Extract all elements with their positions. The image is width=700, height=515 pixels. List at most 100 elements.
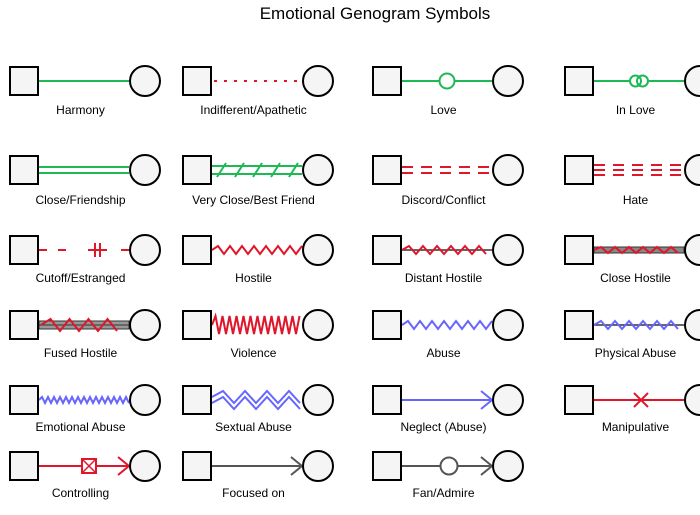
male-square-icon — [182, 310, 212, 340]
symbol-label: Controlling — [52, 486, 109, 500]
symbol-hostile: Hostile — [182, 234, 334, 285]
symbol-very-close-best-friend: Very Close/Best Friend — [182, 154, 334, 207]
symbol-label: Hostile — [235, 271, 272, 285]
symbol-label: Very Close/Best Friend — [192, 193, 315, 207]
diagram-title: Emotional Genogram Symbols — [259, 4, 491, 23]
symbol-in-love: In Love — [564, 65, 700, 117]
male-square-icon — [564, 385, 594, 415]
symbol-label: Emotional Abuse — [35, 420, 125, 434]
hatch-mark — [288, 162, 299, 178]
coil-line — [211, 312, 301, 335]
zigzag-line — [593, 245, 679, 255]
symbol-label: Physical Abuse — [595, 346, 677, 360]
male-square-icon — [9, 66, 39, 96]
ring-icon — [439, 456, 459, 476]
symbol-label: Close/Friendship — [35, 193, 125, 207]
cross-icon — [633, 392, 649, 408]
hatch-mark — [252, 162, 263, 178]
symbol-violence: Violence — [182, 309, 334, 360]
ring-icon — [629, 74, 642, 88]
symbol-label: Cutoff/Estranged — [36, 271, 126, 285]
zigzag-line — [401, 244, 487, 256]
symbol-label: Hate — [623, 193, 649, 207]
symbol-cutoff-estranged: Cutoff/Estranged — [9, 234, 161, 285]
symbol-label: Abuse — [426, 346, 460, 360]
symbol-physical-abuse: Physical Abuse — [564, 309, 700, 360]
female-circle-icon — [492, 384, 524, 416]
symbol-label: Sextual Abuse — [215, 420, 292, 434]
male-square-icon — [372, 385, 402, 415]
symbol-fused-hostile: Fused Hostile — [9, 309, 161, 360]
zigzag-line — [211, 389, 301, 405]
male-square-icon — [9, 155, 39, 185]
female-circle-icon — [302, 309, 334, 341]
symbol-manipulative: Manipulative — [564, 384, 700, 434]
female-circle-icon — [492, 450, 524, 482]
symbol-label: Neglect (Abuse) — [400, 420, 486, 434]
female-circle-icon — [492, 234, 524, 266]
female-circle-icon — [684, 234, 700, 266]
female-circle-icon — [684, 154, 700, 186]
symbol-label: Indifferent/Apathetic — [200, 103, 307, 117]
female-circle-icon — [129, 234, 161, 266]
male-square-icon — [182, 66, 212, 96]
male-square-icon — [9, 451, 39, 481]
symbol-discord-conflict: Discord/Conflict — [372, 154, 524, 207]
male-square-icon — [564, 155, 594, 185]
hatch-mark — [270, 162, 281, 178]
symbol-label: Discord/Conflict — [401, 193, 486, 207]
male-square-icon — [372, 451, 402, 481]
male-square-icon — [9, 235, 39, 265]
symbol-abuse: Abuse — [372, 309, 524, 360]
zigzag-line — [211, 395, 301, 411]
female-circle-icon — [492, 154, 524, 186]
female-circle-icon — [302, 234, 334, 266]
male-square-icon — [372, 235, 402, 265]
male-square-icon — [9, 385, 39, 415]
symbol-hate: Hate — [564, 154, 700, 207]
symbol-distant-hostile: Distant Hostile — [372, 234, 524, 285]
male-square-icon — [182, 385, 212, 415]
symbol-focused-on: Focused on — [182, 450, 334, 500]
male-square-icon — [9, 310, 39, 340]
zigzag-line — [38, 394, 130, 406]
symbol-label: Distant Hostile — [405, 271, 483, 285]
symbol-neglect-abuse-: Neglect (Abuse) — [372, 384, 524, 434]
male-square-icon — [372, 66, 402, 96]
zigzag-line — [401, 319, 493, 331]
female-circle-icon — [492, 65, 524, 97]
female-circle-icon — [302, 154, 334, 186]
male-square-icon — [182, 235, 212, 265]
symbol-emotional-abuse: Emotional Abuse — [9, 384, 161, 434]
male-square-icon — [182, 451, 212, 481]
male-square-icon — [372, 310, 402, 340]
symbol-label: Focused on — [222, 486, 285, 500]
symbol-label: Fused Hostile — [44, 346, 118, 360]
female-circle-icon — [129, 154, 161, 186]
hatch-mark — [216, 162, 227, 178]
symbol-label: Harmony — [56, 103, 105, 117]
female-circle-icon — [129, 65, 161, 97]
male-square-icon — [564, 235, 594, 265]
female-circle-icon — [684, 309, 700, 341]
male-square-icon — [182, 155, 212, 185]
female-circle-icon — [302, 384, 334, 416]
female-circle-icon — [129, 384, 161, 416]
female-circle-icon — [684, 384, 700, 416]
symbol-label: Close Hostile — [600, 271, 671, 285]
female-circle-icon — [129, 309, 161, 341]
zigzag-line — [211, 244, 303, 256]
symbol-label: In Love — [616, 103, 656, 117]
female-circle-icon — [302, 450, 334, 482]
symbol-harmony: Harmony — [9, 65, 161, 117]
zigzag-line — [40, 317, 118, 333]
ring-icon — [438, 72, 456, 90]
cross-icon — [82, 459, 96, 473]
male-square-icon — [564, 310, 594, 340]
symbol-label: Love — [430, 103, 456, 117]
female-circle-icon — [302, 65, 334, 97]
symbol-close-friendship: Close/Friendship — [9, 154, 161, 207]
female-circle-icon — [492, 309, 524, 341]
symbol-fan-admire: Fan/Admire — [372, 450, 524, 500]
